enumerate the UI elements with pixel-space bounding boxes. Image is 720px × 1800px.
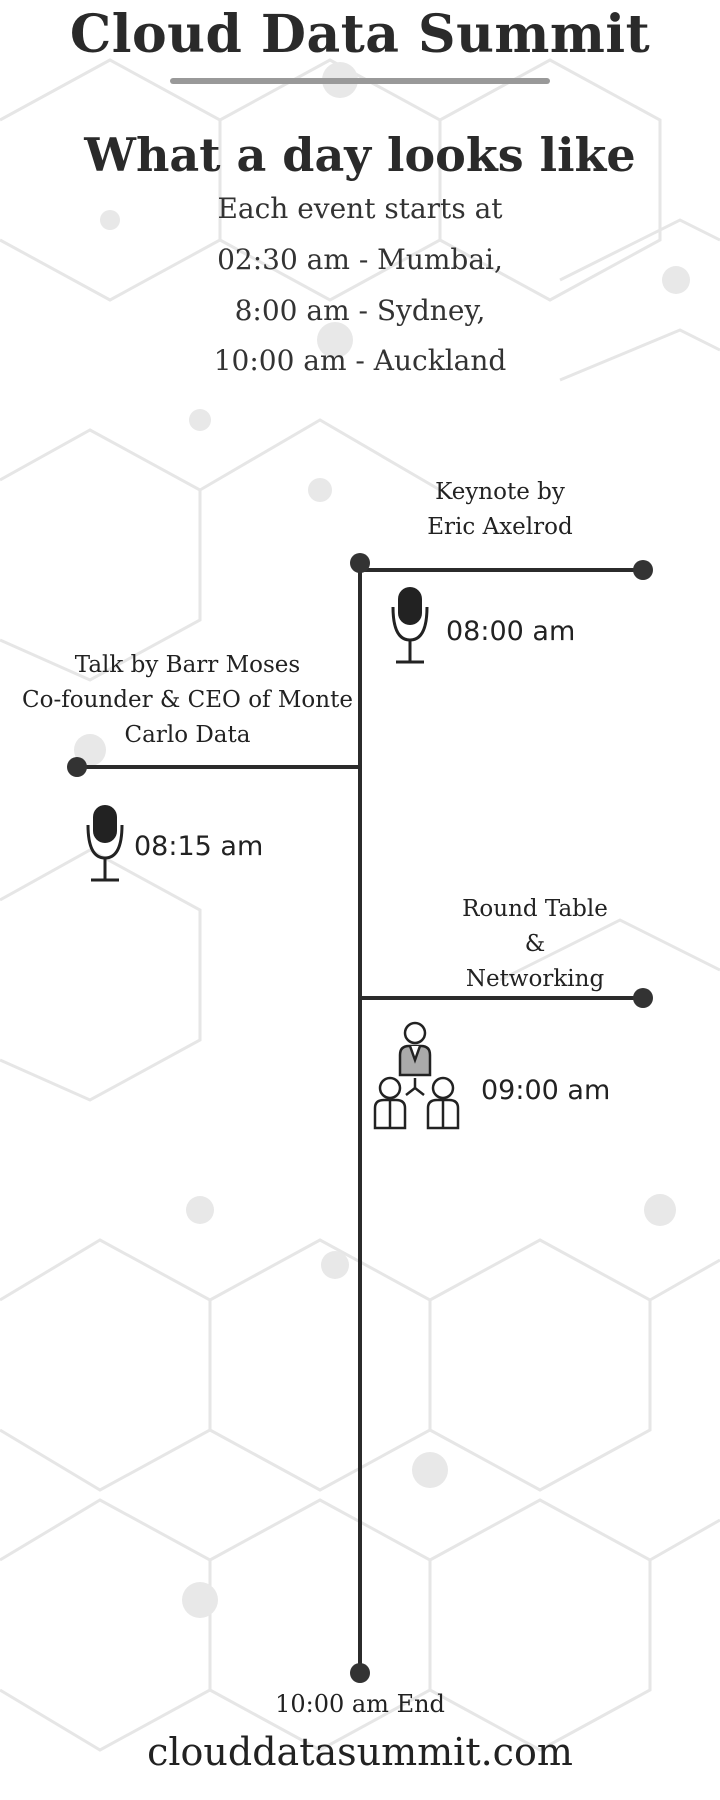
microphone-icon <box>86 805 124 882</box>
roundtable-label-line: Round Table <box>462 896 608 922</box>
timezone-line-auckland: 10:00 am - Auckland <box>213 344 507 377</box>
keynote-end-dot <box>633 560 653 580</box>
timezone-line-sydney: 8:00 am - Sydney, <box>234 294 486 327</box>
talk-label-line: Carlo Data <box>124 722 251 748</box>
keynote-label-line: Eric Axelrod <box>427 514 573 540</box>
timeline-end-dot <box>350 1663 370 1683</box>
keynote-label-line: Keynote by <box>435 479 565 505</box>
title-underline <box>170 78 550 84</box>
people-network-icon <box>373 1021 460 1130</box>
talk-label-line: Co-founder & CEO of Monte <box>22 687 353 713</box>
timeline-start-dot <box>350 553 370 573</box>
talk-time: 08:15 am <box>134 831 264 862</box>
talk-end-dot <box>67 757 87 777</box>
summit-title: Cloud Data Summit <box>69 4 651 65</box>
timezone-line-mumbai: 02:30 am - Mumbai, <box>217 243 503 276</box>
roundtable-end-dot <box>633 988 653 1008</box>
roundtable-time: 09:00 am <box>481 1075 611 1106</box>
roundtable-label: Round Table & Networking <box>430 892 640 997</box>
website-link[interactable]: clouddatasummit.com <box>147 1730 573 1774</box>
timezone-intro: Each event starts at <box>217 192 503 225</box>
roundtable-label-line: Networking <box>465 966 605 992</box>
keynote-label: Keynote by Eric Axelrod <box>380 475 620 545</box>
day-overview-heading: What a day looks like <box>84 128 636 182</box>
end-time-label: 10:00 am End <box>275 1690 445 1718</box>
talk-label: Talk by Barr Moses Co-founder & CEO of M… <box>20 648 355 753</box>
keynote-time: 08:00 am <box>446 616 576 647</box>
roundtable-label-line: & <box>524 931 546 957</box>
microphone-icon <box>391 587 429 664</box>
talk-label-line: Talk by Barr Moses <box>74 652 301 678</box>
